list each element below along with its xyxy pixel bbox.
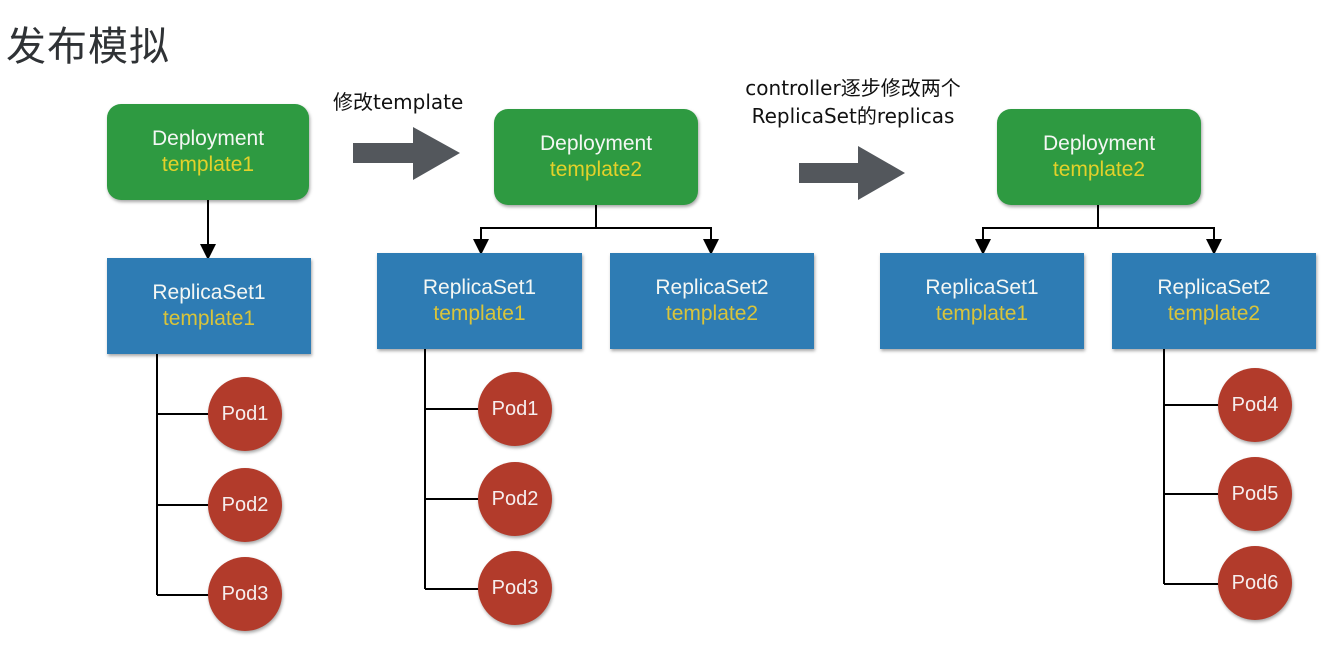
replicaset-node: ReplicaSet1 template1 — [377, 253, 582, 349]
deployment-template: template1 — [161, 153, 255, 176]
replicaset-label: ReplicaSet1 — [422, 276, 537, 299]
deployment-node: Deployment template1 — [107, 104, 309, 200]
deployment-label: Deployment — [539, 132, 653, 155]
deployment-label: Deployment — [151, 127, 265, 150]
replicaset-label: ReplicaSet2 — [1157, 276, 1271, 299]
pod-node: Pod3 — [478, 551, 552, 625]
replicaset-node: ReplicaSet1 template1 — [107, 258, 311, 354]
deployment-node: Deployment template2 — [997, 109, 1201, 205]
caption-controller: controller逐步修改两个 ReplicaSet的replicas — [722, 74, 984, 130]
caption-controller-line2: ReplicaSet的replicas — [751, 104, 955, 128]
replicaset-label: ReplicaSet1 — [152, 281, 266, 304]
replicaset-label: ReplicaSet1 — [925, 276, 1039, 299]
replicaset-template: template1 — [433, 302, 526, 325]
replicaset-template: template1 — [162, 307, 256, 330]
deployment-template: template2 — [1052, 158, 1146, 181]
replicaset-template: template1 — [935, 302, 1029, 325]
deployment-template: template2 — [549, 158, 643, 181]
replicaset-label: ReplicaSet2 — [655, 276, 769, 299]
deployment-node: Deployment template2 — [494, 109, 698, 205]
pod-node: Pod1 — [478, 372, 552, 446]
caption-modify-template: 修改template — [333, 90, 464, 114]
pod-node: Pod2 — [208, 468, 282, 542]
caption-controller-line1: controller逐步修改两个 — [745, 76, 961, 100]
replicaset-node: ReplicaSet1 template1 — [880, 253, 1084, 349]
pod-node: Pod4 — [1218, 368, 1292, 442]
deployment-label: Deployment — [1042, 132, 1156, 155]
pod-node: Pod6 — [1218, 546, 1292, 620]
page-title: 发布模拟 — [6, 24, 170, 70]
replicaset-template: template2 — [665, 302, 759, 325]
pod-node: Pod3 — [208, 557, 282, 631]
replicaset-node: ReplicaSet2 template2 — [1112, 253, 1316, 349]
pod-node: Pod2 — [478, 462, 552, 536]
replicaset-node: ReplicaSet2 template2 — [610, 253, 814, 349]
pod-node: Pod5 — [1218, 457, 1292, 531]
pod-node: Pod1 — [208, 377, 282, 451]
big-arrow-icon — [353, 127, 460, 180]
big-arrow-icon — [799, 146, 905, 200]
replicaset-template: template2 — [1167, 302, 1261, 325]
